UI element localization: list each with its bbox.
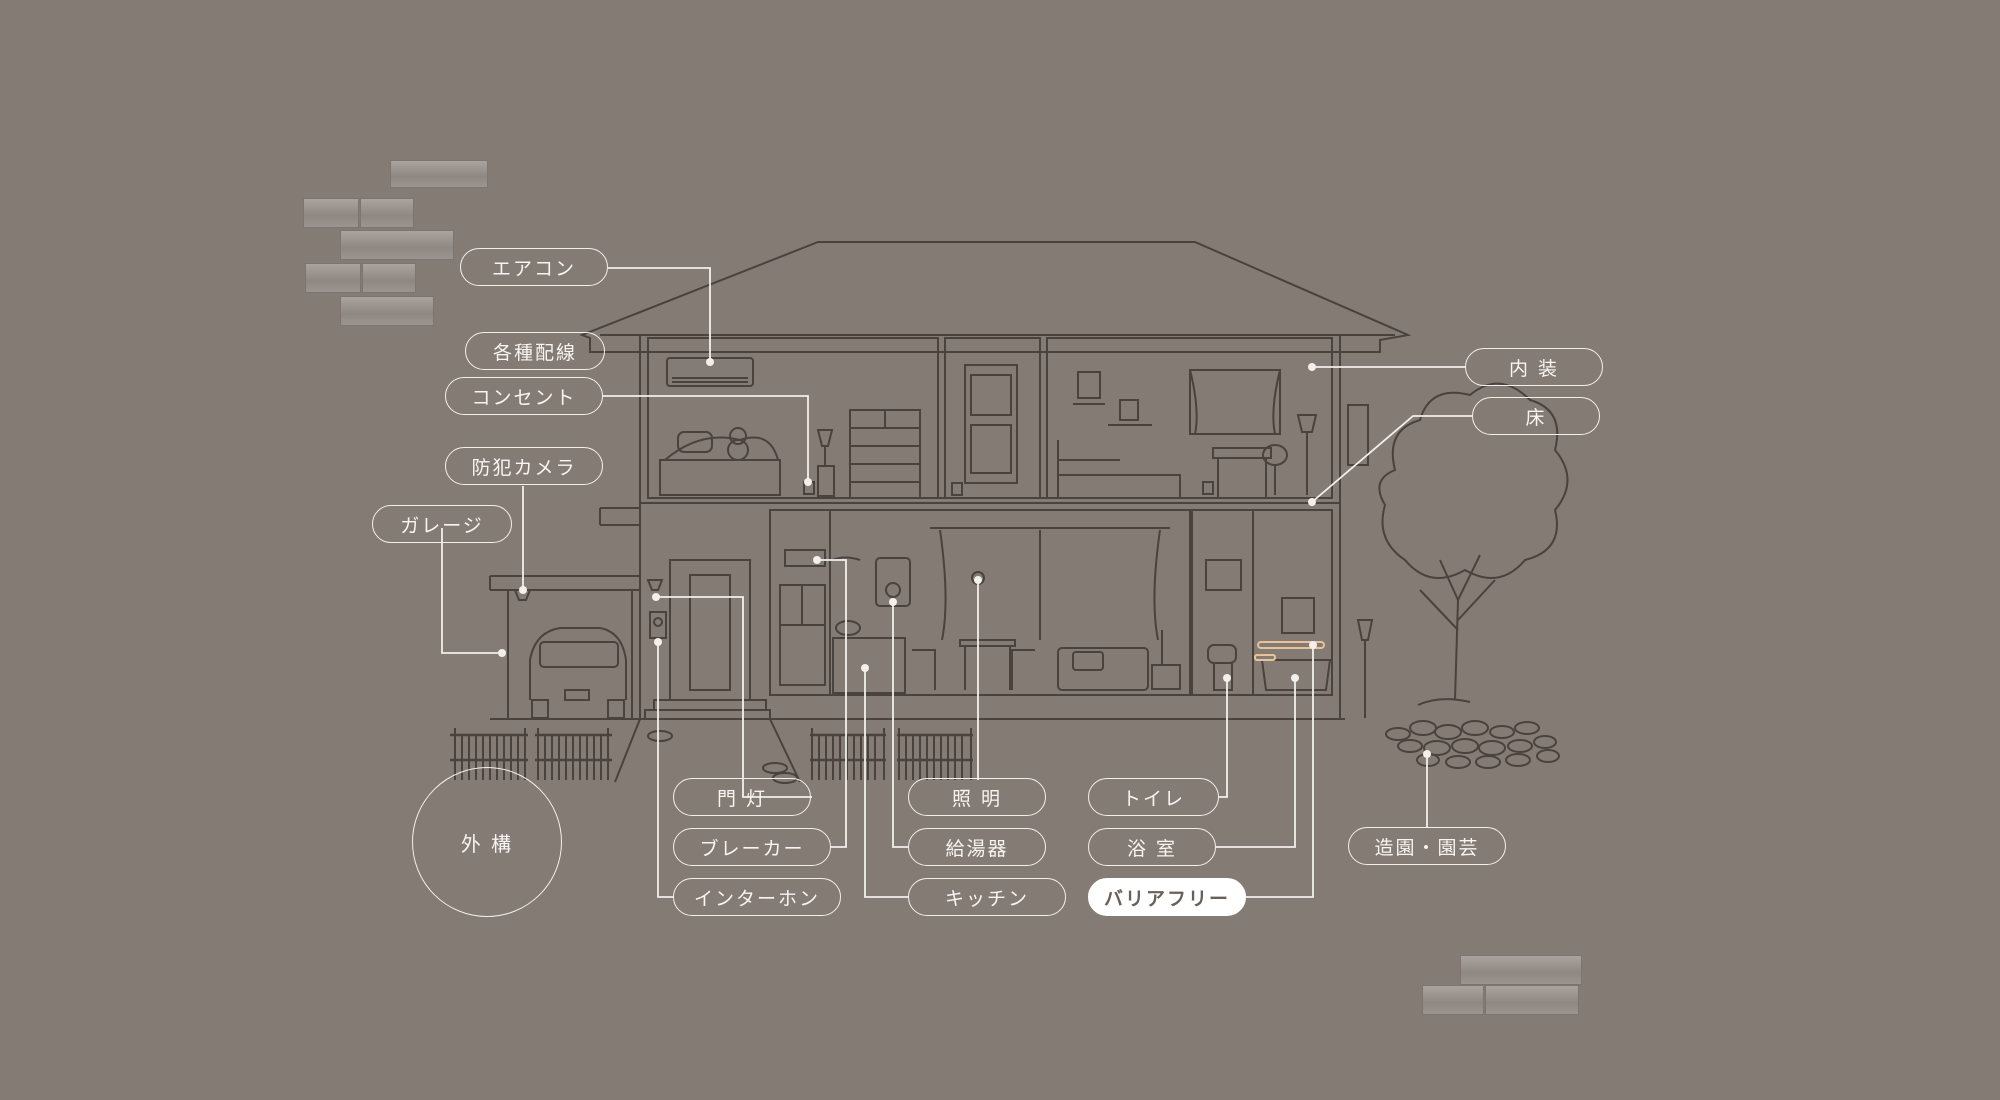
house-sketch (450, 241, 1569, 784)
floor-button[interactable]: 床 (1472, 397, 1600, 435)
exterior-button[interactable]: 外 構 (412, 767, 562, 917)
brick-decoration (1422, 985, 1484, 1015)
brick-decoration (1485, 985, 1579, 1015)
brick-decoration (1460, 955, 1582, 985)
outlet-button[interactable]: コンセント (445, 377, 603, 415)
landscaping-button[interactable]: 造園・園芸 (1348, 827, 1506, 865)
intercom-button[interactable]: インターホン (673, 878, 841, 916)
brick-decoration (360, 198, 414, 228)
handrail-highlight (1257, 641, 1325, 649)
kitchen-button[interactable]: キッチン (908, 878, 1066, 916)
security-camera-button[interactable]: 防犯カメラ (445, 447, 603, 485)
aircon-button[interactable]: エアコン (460, 248, 608, 286)
handrail-highlight (1254, 654, 1276, 661)
water-heater-button[interactable]: 給湯器 (908, 828, 1046, 866)
brick-decoration (362, 263, 416, 293)
breaker-button[interactable]: ブレーカー (673, 828, 831, 866)
connector-lines (441, 267, 1472, 898)
brick-decoration (340, 230, 454, 260)
brick-decoration (340, 296, 434, 326)
brick-decoration (305, 263, 361, 293)
gate-light-button[interactable]: 門 灯 (673, 778, 811, 816)
lighting-button[interactable]: 照 明 (908, 778, 1046, 816)
barrier-free-button[interactable]: バリアフリー (1088, 878, 1246, 916)
bathroom-button[interactable]: 浴 室 (1088, 828, 1216, 866)
wiring-button[interactable]: 各種配線 (465, 332, 605, 370)
interior-button[interactable]: 内 装 (1465, 348, 1603, 386)
toilet-button[interactable]: トイレ (1088, 778, 1219, 816)
brick-decoration (303, 198, 359, 228)
connector-dots (498, 358, 1431, 758)
garage-button[interactable]: ガレージ (372, 505, 512, 543)
brick-decoration (390, 160, 488, 188)
